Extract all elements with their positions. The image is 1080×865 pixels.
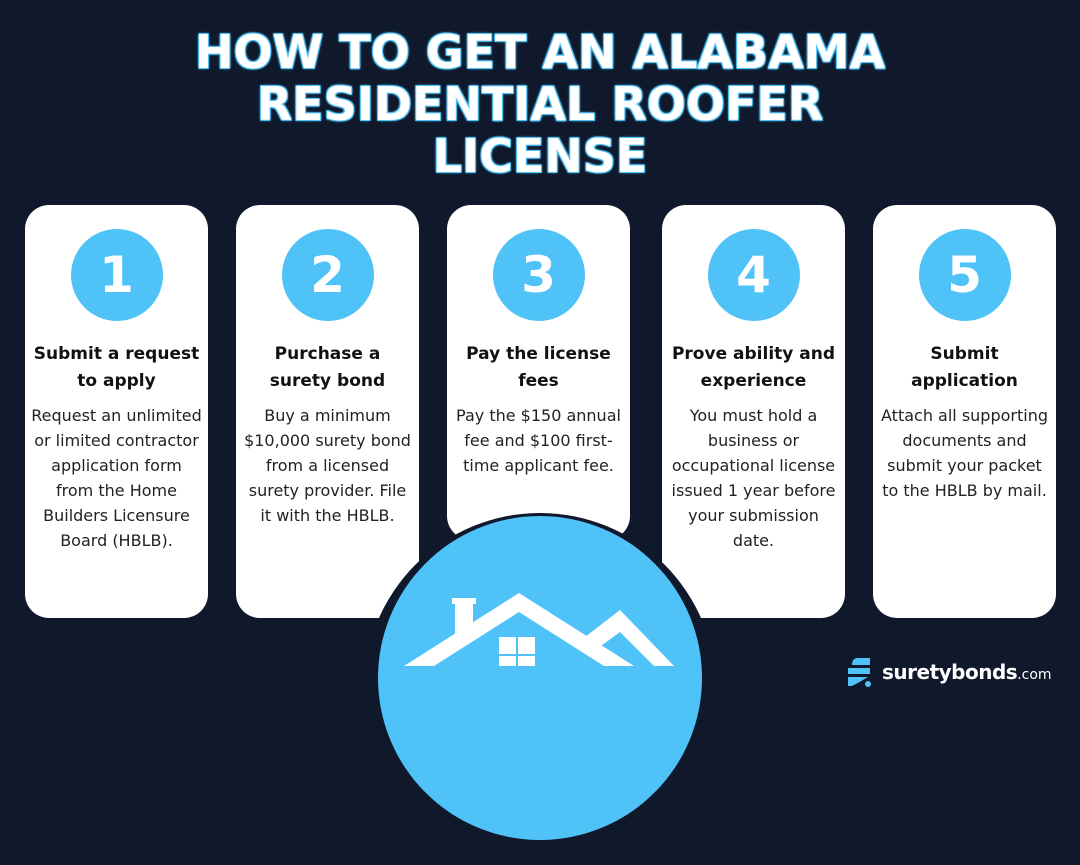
house-roof-icon [404,593,674,666]
step-card-3: 3 Pay the license fees Pay the $150 annu… [447,205,630,540]
step-number-badge: 5 [918,229,1011,321]
step-heading: Submit a request to apply [33,344,200,391]
step-heading: Submit application [911,344,1018,391]
step-heading: Pay the license fees [466,344,611,391]
title-line-1: HOW TO GET AN ALABAMA [194,25,886,79]
title-line-2: RESIDENTIAL ROOFER [256,77,824,131]
step-heading: Purchase a surety bond [269,344,386,391]
step-body: Buy a minimum $10,000 surety bond from a… [244,406,411,525]
logo-text: suretybonds.com [882,660,1052,684]
title-line-3: LICENSE [432,129,648,183]
step-card-1: 1 Submit a request to apply Request an u… [25,205,208,618]
step-card-4: 4 Prove ability and experience You must … [662,205,845,618]
step-number-badge: 4 [707,229,800,321]
step-heading: Prove ability and experience [671,344,836,391]
step-body: Request an unlimited or limited contract… [31,406,202,550]
step-body: Pay the $150 annual fee and $100 first-t… [456,406,621,475]
page-title: HOW TO GET AN ALABAMA RESIDENTIAL ROOFER… [0,26,1080,182]
step-number-badge: 1 [70,229,163,321]
suretybonds-logo: suretybonds.com [846,656,1052,688]
suretybonds-logo-icon [848,658,871,687]
step-number-badge: 3 [492,229,585,321]
step-body: You must hold a business or occupational… [671,406,836,550]
step-number-badge: 2 [281,229,374,321]
step-card-5: 5 Submit application Attach all supporti… [873,205,1056,618]
step-card-2: 2 Purchase a surety bond Buy a minimum $… [236,205,419,618]
step-body: Attach all supporting documents and subm… [881,406,1048,500]
